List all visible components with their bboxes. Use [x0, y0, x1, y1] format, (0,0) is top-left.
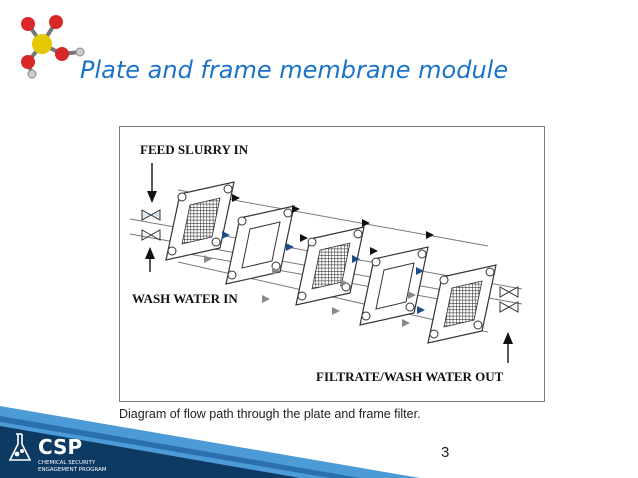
- diagram-caption: Diagram of flow path through the plate a…: [119, 407, 421, 421]
- logo-text: CSP: [38, 435, 82, 459]
- footer-banner: CSP CHEMICAL SECURITY ENGAGEMENT PROGRAM: [0, 406, 420, 478]
- plate-2: [295, 226, 365, 306]
- flow-arrow-black: [426, 231, 434, 239]
- flow-arrow-gray: [402, 319, 410, 327]
- wash-valve-icon: [141, 229, 161, 241]
- flow-arrow-gray: [204, 255, 212, 263]
- flow-arrow-gray: [332, 307, 340, 315]
- page-title: Plate and frame membrane module: [80, 56, 509, 84]
- outlet-valve-bottom-icon: [499, 301, 519, 313]
- molecule-logo-icon: [21, 15, 85, 79]
- out-arrow-icon: [503, 332, 513, 344]
- flow-arrow-black: [362, 219, 370, 227]
- flow-arrow-blue: [416, 267, 424, 275]
- page-number: 3: [441, 444, 450, 461]
- frame-1: [225, 205, 295, 285]
- feed-valve-icon: [141, 209, 161, 221]
- logo-line2: ENGAGEMENT PROGRAM: [38, 467, 107, 473]
- flow-arrow-blue: [352, 255, 360, 263]
- plate-3: [427, 264, 497, 344]
- feed-arrow-icon: [147, 191, 157, 203]
- out-label: FILTRATE/WASH WATER OUT: [316, 369, 504, 384]
- wash-label: WASH WATER IN: [132, 291, 238, 306]
- flow-arrow-black: [300, 234, 308, 242]
- frame-2: [359, 246, 429, 326]
- outlet-valve-top-icon: [499, 286, 519, 298]
- diagram-frame: FEED SLURRY IN WASH WATER IN FILTRATE/WA…: [119, 126, 545, 402]
- inlet-valves: [141, 209, 519, 313]
- feed-label: FEED SLURRY IN: [140, 142, 249, 157]
- flow-arrow-blue: [417, 306, 425, 314]
- flow-arrow-gray: [340, 279, 348, 287]
- plate-1: [165, 181, 235, 261]
- flask-icon: [8, 433, 32, 461]
- flow-arrows: [204, 194, 434, 327]
- flow-arrow-black: [232, 194, 240, 202]
- wash-arrow-icon: [145, 247, 155, 259]
- logo-line1: CHEMICAL SECURITY: [38, 460, 96, 466]
- flow-arrow-black: [292, 205, 300, 213]
- plate-frame-diagram: FEED SLURRY IN WASH WATER IN FILTRATE/WA…: [129, 142, 523, 384]
- flow-arrow-gray: [408, 291, 416, 299]
- flow-arrow-blue: [222, 231, 230, 239]
- flow-arrow-black: [370, 247, 378, 255]
- flow-arrow-gray: [272, 267, 280, 275]
- flow-arrow-blue: [286, 243, 294, 251]
- flow-arrow-gray: [262, 295, 270, 303]
